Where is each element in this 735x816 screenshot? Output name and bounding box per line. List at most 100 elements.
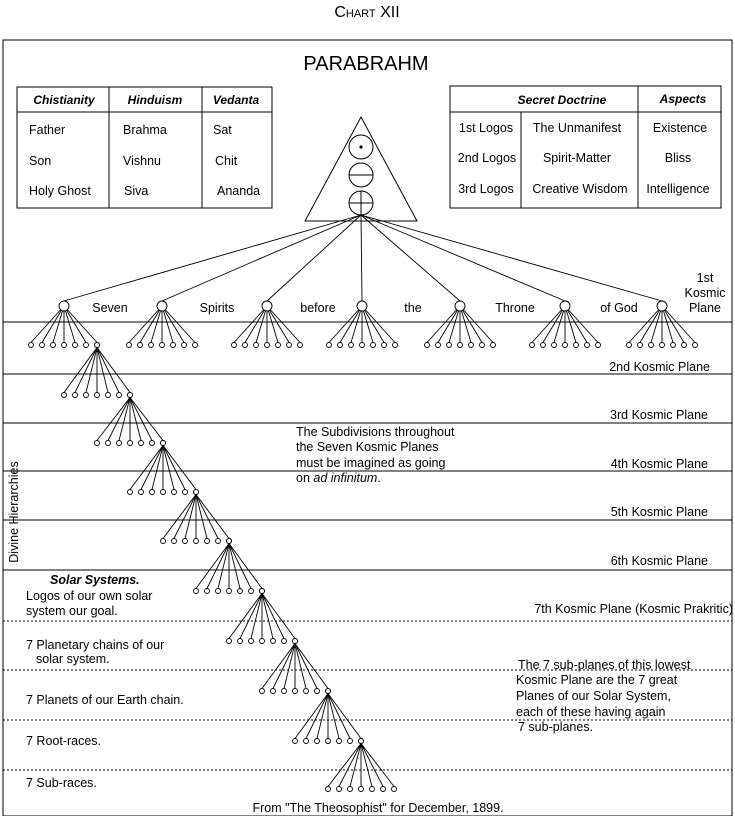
hierarchy-node xyxy=(116,440,122,446)
tree-branch xyxy=(639,305,663,343)
svg-text:on ad infinitum.: on ad infinitum. xyxy=(296,471,381,485)
table-cell: Intelligence xyxy=(646,182,709,196)
hierarchy-node xyxy=(692,342,698,348)
hierarchy-node xyxy=(171,489,177,495)
svg-text:Planes of our Solar System,: Planes of our Solar System, xyxy=(516,689,671,703)
hierarchy-node xyxy=(226,638,232,644)
tree-branch xyxy=(162,494,197,539)
hierarchy-node xyxy=(72,392,78,398)
tree-branch xyxy=(661,305,696,343)
hierarchy-node xyxy=(303,688,309,694)
tree-branch xyxy=(448,305,461,343)
hierarchy-node xyxy=(259,638,265,644)
plane-label: 4th Kosmic Plane xyxy=(611,457,708,471)
hierarchy-node xyxy=(380,786,386,792)
tree-branch xyxy=(139,305,163,343)
tree-branch xyxy=(294,693,329,739)
tree-branch xyxy=(327,693,340,739)
hierarchy-node xyxy=(281,688,287,694)
hierarchy-node xyxy=(681,342,687,348)
plane-label: 5th Kosmic Plane xyxy=(611,505,708,519)
hierarchy-node xyxy=(314,738,320,744)
tree-branch xyxy=(184,494,197,539)
spirits-word: Spirits xyxy=(200,301,235,315)
hierarchy-node xyxy=(292,738,298,744)
hierarchy-tree xyxy=(28,214,698,792)
tree-branch xyxy=(161,214,362,302)
tree-branch xyxy=(459,305,472,343)
main-title: PARABRAHM xyxy=(303,53,428,75)
tree-branch xyxy=(239,593,263,639)
tree-branch xyxy=(107,397,131,441)
hierarchy-node xyxy=(490,342,496,348)
spirits-word: before xyxy=(300,301,335,315)
tree-branch xyxy=(339,305,363,343)
table-cell: Holy Ghost xyxy=(29,184,91,198)
tree-branch xyxy=(96,347,120,393)
tree-branch xyxy=(338,743,362,787)
tree-branch xyxy=(564,305,577,343)
hierarchy-node xyxy=(138,440,144,446)
tree-branch xyxy=(96,397,131,441)
svg-text:7 Root-races.: 7 Root-races. xyxy=(26,734,101,748)
tree-branch xyxy=(63,214,362,302)
tree-branch xyxy=(305,693,329,739)
table-cell: 1st Logos xyxy=(459,121,513,135)
hierarchy-node xyxy=(424,342,430,348)
hierarchy-node xyxy=(182,489,188,495)
hierarchy-node xyxy=(127,489,133,495)
outer-frame xyxy=(2,39,733,816)
tree-branch xyxy=(361,305,374,343)
hierarchy-node xyxy=(148,342,154,348)
tree-branch xyxy=(437,305,461,343)
tree-branch xyxy=(63,305,76,343)
tree-branch xyxy=(74,347,98,393)
hierarchy-node xyxy=(193,538,199,544)
spirits-word: the xyxy=(404,301,421,315)
tree-branch xyxy=(316,693,329,739)
tree-branch xyxy=(228,543,241,589)
tree-branch xyxy=(661,305,674,343)
tree-branch xyxy=(261,643,296,689)
hierarchy-node xyxy=(326,342,332,348)
tree-branch xyxy=(459,305,494,343)
tree-branch xyxy=(360,743,373,787)
tree-branch xyxy=(52,305,65,343)
subplanes-note: The 7 sub-planes of this lowest Kosmic P… xyxy=(516,658,691,734)
hierarchy-node xyxy=(325,786,331,792)
tree-branch xyxy=(162,445,197,490)
tree-branch xyxy=(118,397,131,441)
svg-text:The 7 sub-planes of this lowes: The 7 sub-planes of this lowest xyxy=(518,658,691,672)
hierarchy-node xyxy=(337,342,343,348)
spirits-word: Seven xyxy=(92,301,127,315)
hierarchy-node xyxy=(292,688,298,694)
hierarchy-node xyxy=(392,342,398,348)
svg-text:7 Planetary chains of our: 7 Planetary chains of our xyxy=(26,638,164,652)
secret-doctrine-table: Secret Doctrine Aspects 1st Logos The Un… xyxy=(449,85,722,209)
table-cell: Chit xyxy=(215,154,238,168)
hierarchy-node xyxy=(160,489,166,495)
table-cell: Creative Wisdom xyxy=(532,182,627,196)
point-dot xyxy=(359,145,363,149)
hierarchy-node xyxy=(391,786,397,792)
tree-branch xyxy=(564,305,599,343)
table-cell: 2nd Logos xyxy=(458,151,516,165)
tree-branch xyxy=(41,305,65,343)
hierarchy-node xyxy=(573,342,579,348)
hierarchy-node xyxy=(237,588,243,594)
tree-branch xyxy=(195,494,230,539)
tree-branch xyxy=(266,214,362,302)
hierarchy-node xyxy=(479,342,485,348)
hierarchy-node xyxy=(626,342,632,348)
hierarchy-node xyxy=(303,738,309,744)
hierarchy-node xyxy=(381,342,387,348)
hierarchy-node xyxy=(325,688,331,694)
spirit-node xyxy=(261,300,273,312)
hierarchy-node xyxy=(61,392,67,398)
spirits-word: Throne xyxy=(495,301,535,315)
tree-branch xyxy=(349,743,362,787)
spirit-node xyxy=(356,300,368,312)
tree-branch xyxy=(661,305,685,343)
svg-text:1st: 1st xyxy=(697,271,714,285)
